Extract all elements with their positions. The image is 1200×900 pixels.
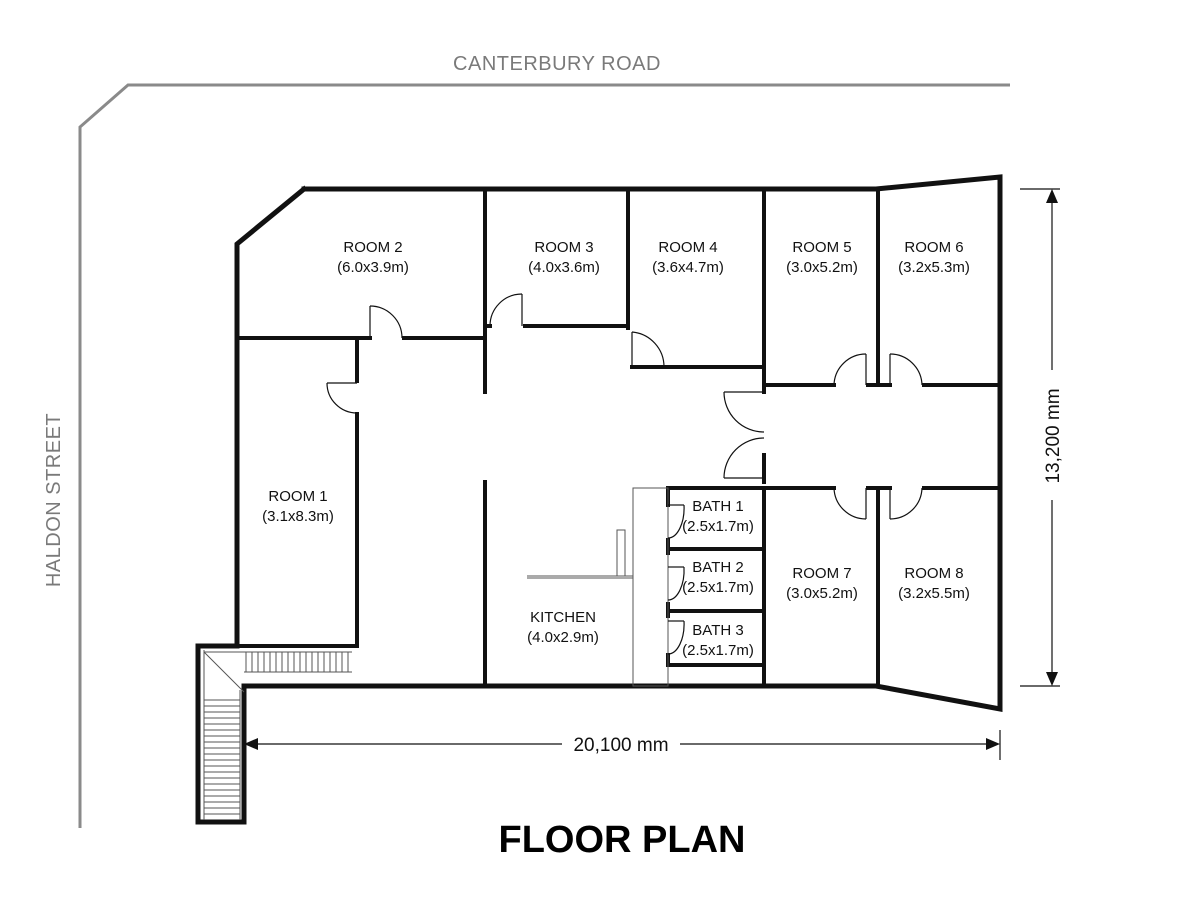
dimension-height-label: 13,200 mm [1043,388,1064,483]
door-room-6 [889,353,923,386]
door-bath-3 [667,620,685,655]
room-6-size: (3.2x5.3m) [898,259,970,276]
room-5-name: ROOM 5 [792,239,851,256]
bath-3-size: (2.5x1.7m) [682,642,754,659]
room-7-size: (3.0x5.2m) [786,585,858,602]
room-3-name: ROOM 3 [534,239,593,256]
kitchen-fittings [527,487,669,687]
kitchen-name: KITCHEN [530,609,596,626]
arrowhead-left [244,738,258,750]
arrowhead-top [1046,189,1058,203]
door-bath-1 [667,504,685,539]
doors [326,293,923,655]
double-door-corridor [723,391,765,479]
door-bath-2 [667,566,685,601]
room-labels: ROOM 2 (6.0x3.9m) ROOM 3 (4.0x3.6m) ROOM 4 (3… [262,239,970,659]
door-room-1 [326,382,358,414]
door-room-7 [833,487,867,520]
room-5-size: (3.0x5.2m) [786,259,858,276]
room-1-size: (3.1x8.3m) [262,508,334,525]
bath-1-size: (2.5x1.7m) [682,518,754,535]
door-room-8 [889,487,923,520]
dimension-width: 20,100 mm [243,730,1001,760]
plan-title: FLOOR PLAN [499,819,746,861]
room-2-name: ROOM 2 [343,239,402,256]
door-room-4 [631,331,665,368]
street-boundary-line [78,83,1010,828]
interior-walls [235,187,1002,688]
room-4-name: ROOM 4 [658,239,717,256]
room-6-name: ROOM 6 [904,239,963,256]
kitchen-size: (4.0x2.9m) [527,629,599,646]
bath-1-name: BATH 1 [692,498,743,515]
room-2-size: (6.0x3.9m) [337,259,409,276]
room-8-name: ROOM 8 [904,565,963,582]
door-room-2 [369,305,403,339]
arrowhead-bottom [1046,672,1058,686]
bath-2-name: BATH 2 [692,559,743,576]
stairs [203,650,352,820]
room-4-size: (3.6x4.7m) [652,259,724,276]
door-room-3 [489,293,523,327]
street-label-west: HALDON STREET [43,413,65,587]
room-1-name: ROOM 1 [268,488,327,505]
dimension-height: 13,200 mm [1020,188,1064,687]
bath-3-name: BATH 3 [692,622,743,639]
arrowhead-right [986,738,1000,750]
room-7-name: ROOM 7 [792,565,851,582]
bath-2-size: (2.5x1.7m) [682,579,754,596]
room-8-size: (3.2x5.5m) [898,585,970,602]
door-room-5 [833,353,867,386]
street-label-north: CANTERBURY ROAD [453,53,661,75]
room-3-size: (4.0x3.6m) [528,259,600,276]
dimension-width-label: 20,100 mm [573,735,668,756]
